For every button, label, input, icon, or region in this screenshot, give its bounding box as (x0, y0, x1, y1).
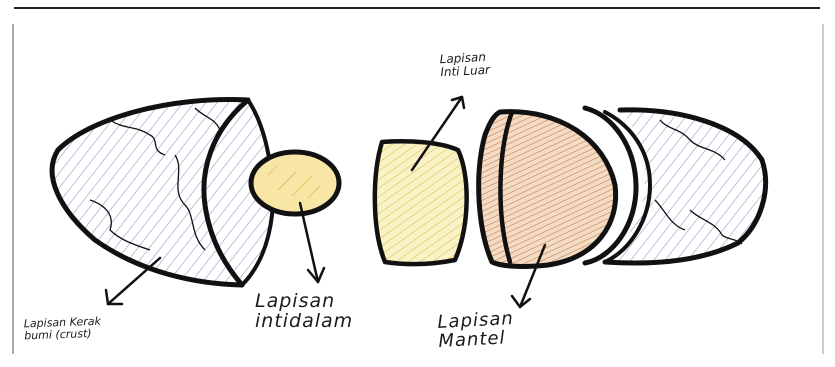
inner-core (251, 152, 339, 214)
label-crust: Lapisan Kerak bumi (crust) (24, 316, 102, 342)
label-outer-core: Lapisan Inti Luar (439, 51, 490, 79)
crust-left-shell (52, 100, 273, 285)
outer-core (375, 141, 467, 264)
label-mantle: Lapisan Mantel (437, 310, 515, 352)
arrow-crust (106, 258, 160, 304)
arrow-inner-core (300, 203, 324, 282)
mantle-layer (479, 112, 616, 267)
label-inner-core: Lapisan intidalam (255, 292, 353, 332)
